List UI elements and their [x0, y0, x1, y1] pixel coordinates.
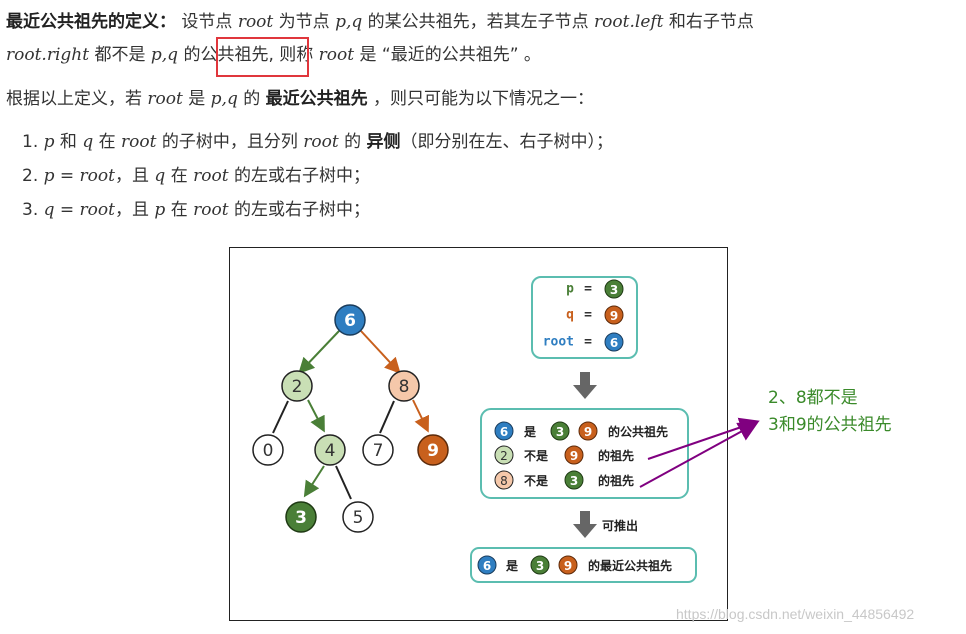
- result-box: 6 3 9 是 的最近公共祖先: [470, 547, 697, 583]
- svg-text:6: 6: [500, 425, 508, 439]
- annotation-line-1: 2、8都不是: [768, 388, 858, 408]
- tree-node-0: 0: [252, 434, 284, 466]
- down-arrow-icon: [573, 511, 597, 538]
- definition-title: 最近公共祖先的定义：: [6, 12, 176, 32]
- highlight-box: [216, 37, 309, 77]
- annotation-line-2: 3和9的公共祖先: [768, 415, 892, 435]
- svg-text:是: 是: [523, 425, 537, 439]
- svg-text:不是: 不是: [524, 474, 549, 488]
- svg-text:4: 4: [325, 441, 336, 461]
- svg-text:3: 3: [295, 508, 307, 528]
- svg-text:2: 2: [292, 377, 303, 397]
- svg-text:3: 3: [556, 425, 564, 439]
- edge-4-5: [335, 465, 352, 500]
- tree-node-7: 7: [362, 434, 394, 466]
- svg-text:7: 7: [373, 441, 384, 461]
- case-item-2: 2. p = root，且 q 在 root 的左或右子树中；: [22, 166, 370, 186]
- svg-text:不是: 不是: [524, 449, 549, 463]
- svg-text:=: =: [584, 308, 592, 323]
- svg-text:9: 9: [564, 559, 572, 573]
- svg-text:9: 9: [570, 449, 578, 463]
- facts-box: 6 2 8 3 9 9 3 是 不是 不是 的公共祖先 的祖先 的祖先: [480, 408, 689, 499]
- svg-text:5: 5: [353, 508, 364, 528]
- edge-8-7: [379, 400, 395, 434]
- definition-line-2: root.right 都不是 p,q 的公共祖先, 则称 root 是 “最近的…: [6, 45, 541, 65]
- tree-edges: [272, 330, 429, 500]
- lca-figure: 6 2 8 0 4 7 9 3 5 p q root = = = 3 9 6: [229, 247, 728, 621]
- svg-text:8: 8: [399, 377, 410, 397]
- svg-text:的最近公共祖先: 的最近公共祖先: [588, 558, 672, 573]
- edge-4-3: [303, 465, 325, 498]
- svg-text:是: 是: [505, 559, 519, 573]
- tree-node-8: 8: [388, 370, 420, 402]
- svg-text:的公共祖先: 的公共祖先: [608, 424, 668, 439]
- svg-text:3: 3: [536, 559, 544, 573]
- edge-2-4: [307, 399, 325, 433]
- edge-2-0: [272, 400, 289, 434]
- infer-label: 可推出: [602, 518, 638, 533]
- svg-text:=: =: [584, 335, 592, 350]
- tree-node-6: 6: [334, 304, 366, 336]
- svg-text:3: 3: [570, 474, 578, 488]
- edge-6-8: [360, 330, 401, 374]
- watermark: https://blog.csdn.net/weixin_44856492: [676, 606, 915, 622]
- svg-text:2: 2: [500, 449, 508, 463]
- highlighted-phrase: 公共祖先,: [200, 45, 274, 65]
- tree-node-2: 2: [281, 370, 313, 402]
- tree-node-4: 4: [314, 434, 346, 466]
- svg-text:6: 6: [483, 559, 491, 573]
- svg-text:8: 8: [500, 474, 508, 488]
- case-item-1: 1. p 和 q 在 root 的子树中，且分列 root 的 异侧（即分别在左…: [22, 132, 614, 152]
- svg-text:q: q: [566, 308, 574, 323]
- svg-text:6: 6: [610, 336, 618, 350]
- svg-text:9: 9: [427, 441, 439, 461]
- svg-text:的祖先: 的祖先: [598, 448, 634, 463]
- svg-text:0: 0: [263, 441, 274, 461]
- definition-line-1: 最近公共祖先的定义： 设节点 root 为节点 p,q 的某公共祖先，若其左子节…: [6, 12, 754, 32]
- svg-text:9: 9: [584, 425, 592, 439]
- tree-node-3: 3: [285, 501, 317, 533]
- svg-text:9: 9: [610, 309, 618, 323]
- svg-text:root: root: [543, 335, 574, 350]
- tree-node-9: 9: [417, 434, 449, 466]
- case-item-3: 3. q = root，且 p 在 root 的左或右子树中；: [22, 200, 370, 220]
- edge-8-9: [412, 399, 429, 433]
- svg-text:3: 3: [610, 283, 618, 297]
- edge-6-2: [298, 330, 340, 374]
- legend-box: p q root = = = 3 9 6: [531, 276, 638, 359]
- tree-node-5: 5: [342, 501, 374, 533]
- basis-line: 根据以上定义，若 root 是 p,q 的 最近公共祖先 ，则只可能为以下情况之…: [6, 89, 595, 109]
- svg-text:=: =: [584, 282, 592, 297]
- svg-text:的祖先: 的祖先: [598, 473, 634, 488]
- down-arrow-icon: [573, 372, 597, 399]
- svg-text:p: p: [566, 282, 574, 297]
- svg-text:6: 6: [344, 311, 356, 331]
